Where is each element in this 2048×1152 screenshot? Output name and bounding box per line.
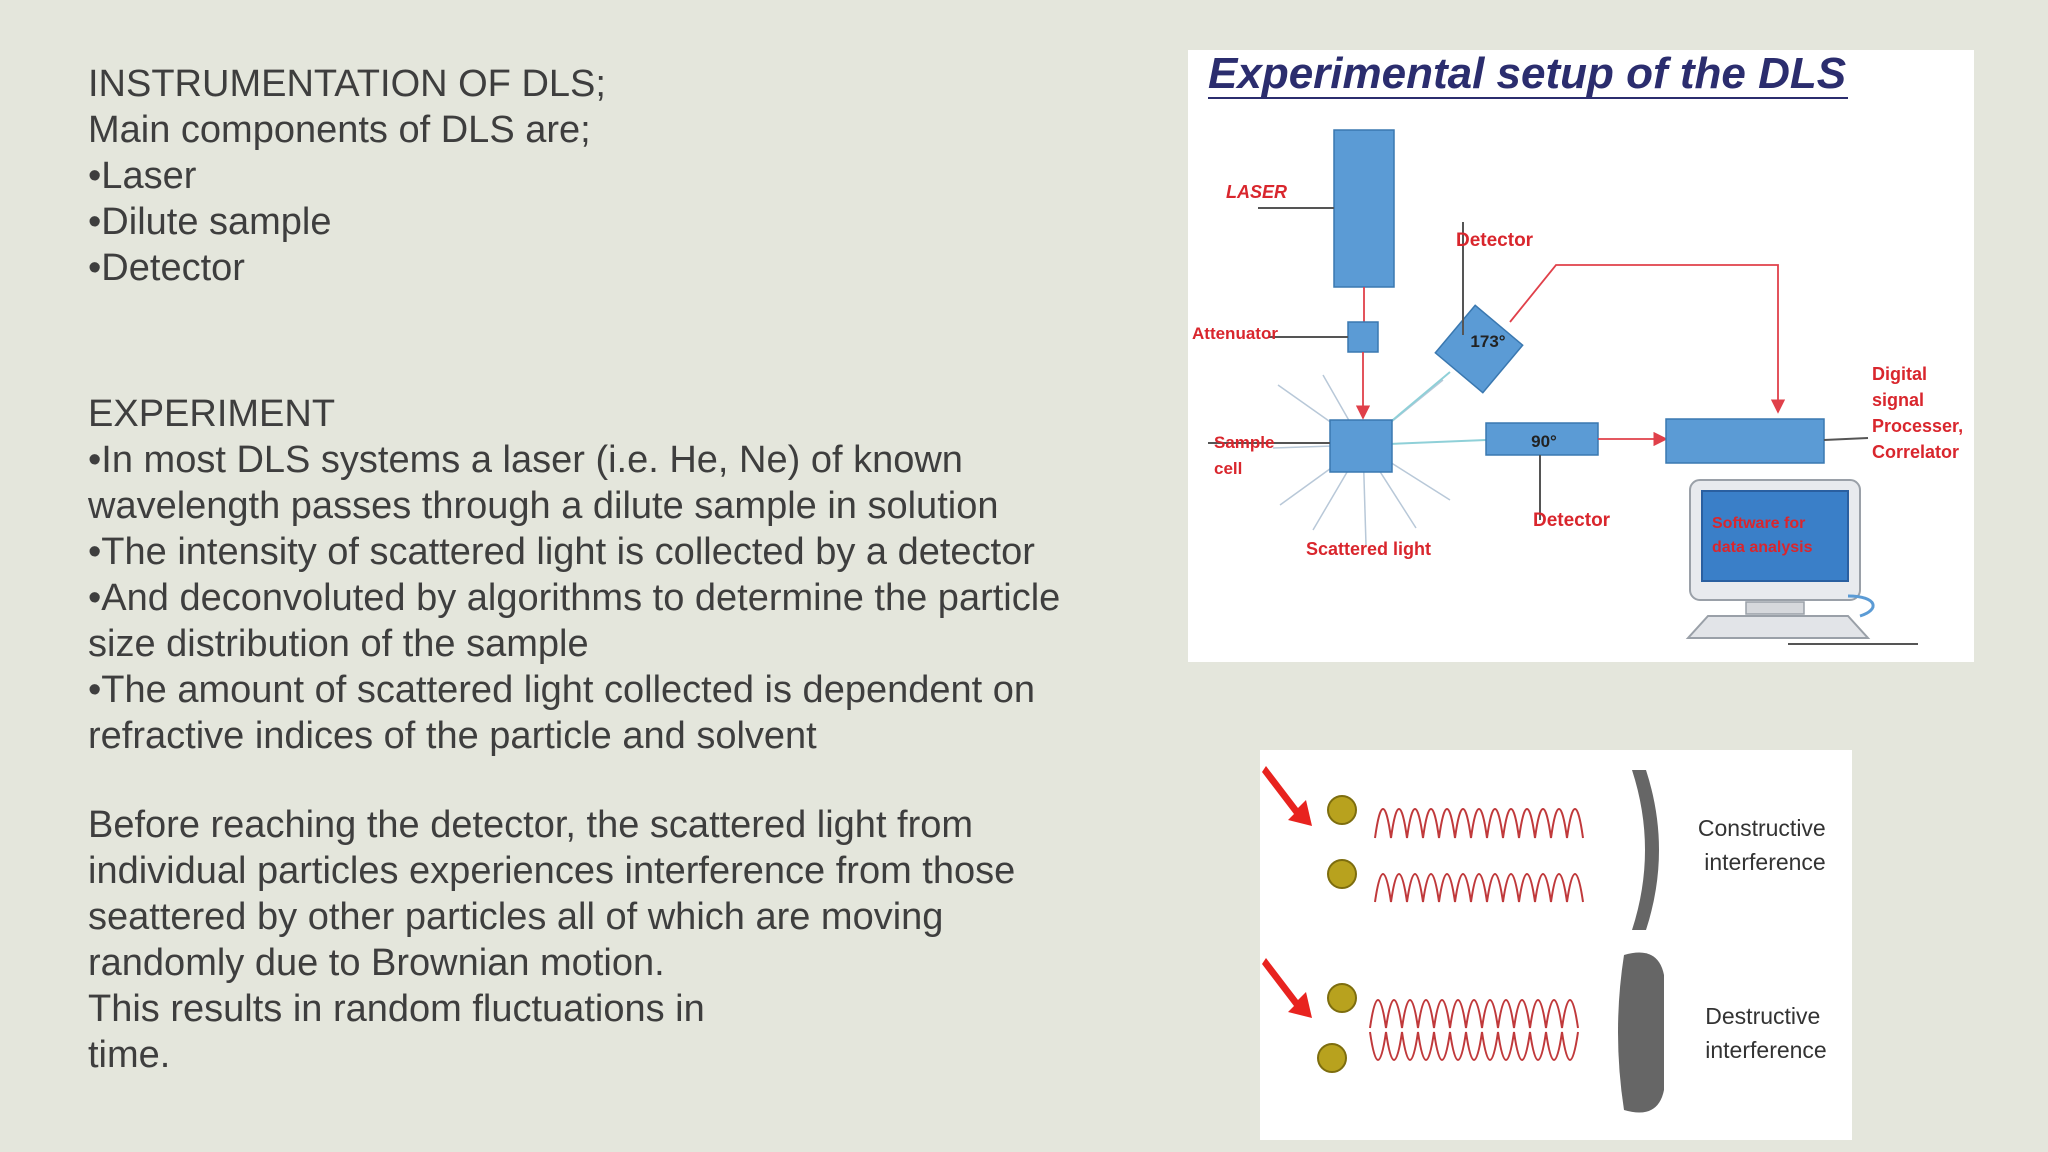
correlator-leader-line xyxy=(1823,437,1869,441)
text-line: Before reaching the detector, the scatte… xyxy=(88,804,974,846)
dsp-label-line: signal xyxy=(1872,390,1924,410)
attenuator-box xyxy=(1347,321,1379,353)
interference-svg: Constructive interference Destructive in… xyxy=(1262,766,1832,1113)
text-line: •The amount of scattered light collected… xyxy=(88,669,1036,711)
bullet-item: •Laser xyxy=(88,155,197,197)
interference-paragraph: Before reaching the detector, the scatte… xyxy=(88,802,1015,1078)
experiment-section: EXPERIMENT •In most DLS systems a laser … xyxy=(88,391,1060,759)
text-line: Main components of DLS are; xyxy=(88,109,591,151)
angle-173-label: 173° xyxy=(1470,332,1505,351)
dsp-label: Digital signal Processer, Correlator xyxy=(1872,364,1968,462)
instrumentation-section: INSTRUMENTATION OF DLS; Main components … xyxy=(88,61,606,291)
software-label: Software for data analysis xyxy=(1712,515,1813,556)
text-line: seattered by other particles all of whic… xyxy=(88,896,944,938)
text-line: time. xyxy=(88,1034,171,1076)
text-line: randomly due to Brownian motion. xyxy=(88,942,665,984)
dsp-label-line: Digital xyxy=(1872,364,1927,384)
converging-lens-icon xyxy=(1632,770,1659,930)
dls-setup-svg: Experimental setup of the DLS LASER Atte… xyxy=(1192,50,1968,645)
particle xyxy=(1327,983,1357,1013)
bullet-item: •Detector xyxy=(88,247,245,289)
detector-173-signal-line xyxy=(1509,264,1786,414)
text-line: wavelength passes through a dilute sampl… xyxy=(88,485,999,527)
scattered-wave xyxy=(1374,873,1584,903)
diagram-title: Experimental setup of the DLS xyxy=(1208,50,1846,98)
section-heading: EXPERIMENT xyxy=(88,393,336,435)
software-label-line: Software for xyxy=(1712,515,1805,532)
sample-cell-label-line: cell xyxy=(1214,459,1242,478)
attenuator-label: Attenuator xyxy=(1192,324,1278,343)
detector-top-label: Detector xyxy=(1456,230,1534,251)
text-line: individual particles experiences interfe… xyxy=(88,850,1016,892)
sample-cell-box xyxy=(1329,419,1393,473)
constructive-label-line: Constructive xyxy=(1698,815,1826,841)
laser-label: LASER xyxy=(1226,182,1287,202)
particle xyxy=(1317,1043,1347,1073)
scattered-wave xyxy=(1369,1031,1579,1061)
constructive-label: Constructive interference xyxy=(1698,815,1832,875)
dsp-label-line: Processer, xyxy=(1872,416,1963,436)
dsp-label-line: Correlator xyxy=(1872,442,1959,462)
particle xyxy=(1327,859,1357,889)
incoming-light-arrow-icon xyxy=(1262,766,1312,826)
angle-90-label: 90° xyxy=(1531,432,1557,451)
text-line: •The intensity of scattered light is col… xyxy=(88,531,1035,573)
scattered-wave xyxy=(1369,999,1579,1029)
detector-173-box xyxy=(1434,304,1524,394)
text-line: refractive indices of the particle and s… xyxy=(88,715,817,757)
text-line: •And deconvoluted by algorithms to deter… xyxy=(88,577,1061,619)
text-line: size distribution of the sample xyxy=(88,623,589,665)
destructive-label-line: interference xyxy=(1705,1037,1826,1063)
section-heading: INSTRUMENTATION OF DLS; xyxy=(88,63,606,105)
scattered-light-label: Scattered light xyxy=(1306,539,1431,559)
computer-icon xyxy=(1685,479,1918,645)
interference-diagram: Constructive interference Destructive in… xyxy=(1260,750,1852,1140)
sample-cell-label-line: Sample xyxy=(1214,433,1274,452)
dls-setup-diagram: Experimental setup of the DLS LASER Atte… xyxy=(1188,50,1974,662)
destructive-label: Destructive interference xyxy=(1705,1003,1826,1063)
text-line: This results in random fluctuations in xyxy=(88,988,705,1030)
laser-box xyxy=(1333,129,1395,288)
sample-cell-label: Sample cell xyxy=(1214,433,1279,478)
text-line: •In most DLS systems a laser (i.e. He, N… xyxy=(88,439,963,481)
destructive-label-line: Destructive xyxy=(1705,1003,1820,1029)
scattered-wave xyxy=(1374,808,1584,839)
detector-bottom-label: Detector xyxy=(1533,510,1611,531)
bullet-item: •Dilute sample xyxy=(88,201,332,243)
particle xyxy=(1327,795,1357,825)
incoming-light-arrow-icon xyxy=(1262,958,1312,1018)
constructive-label-line: interference xyxy=(1704,849,1825,875)
blocking-lens-icon xyxy=(1618,952,1664,1113)
correlator-box xyxy=(1665,418,1825,464)
software-label-line: data analysis xyxy=(1712,539,1813,556)
